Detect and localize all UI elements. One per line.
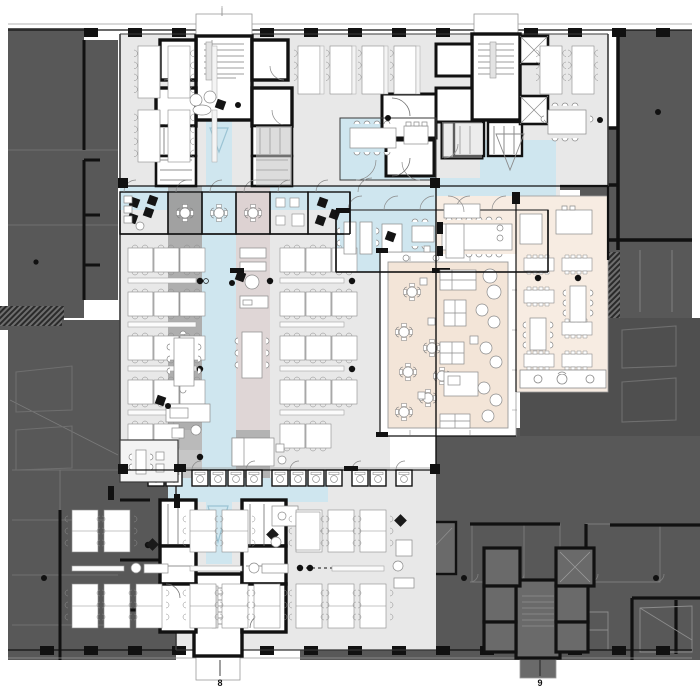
internal-partitions: [120, 184, 610, 471]
grid-label-8: 8: [217, 678, 222, 688]
desk-field-south-west: [182, 505, 340, 629]
desk-cluster-north-west: [133, 45, 241, 163]
pod-room-west: [119, 439, 179, 483]
dining-hall-furniture: [437, 195, 609, 393]
core-southeast: [482, 546, 596, 679]
grid-bubble-9: 9: [537, 660, 543, 688]
grid-bubble-8: 8: [217, 660, 223, 688]
grid-label-9: 9: [537, 678, 542, 688]
collab-room-north: [339, 115, 437, 181]
cafe-lounge-furniture: [387, 256, 517, 435]
structural-wall-accents: [108, 178, 520, 508]
desk-cluster-north-east: [293, 45, 421, 95]
desk-field-south-right: [295, 511, 321, 551]
desk-field-south-far-west: [64, 509, 170, 629]
desk-field-central: [266, 244, 358, 452]
desk-cluster-north-far-east: [535, 45, 603, 142]
main-circulation-spine: [202, 186, 236, 502]
